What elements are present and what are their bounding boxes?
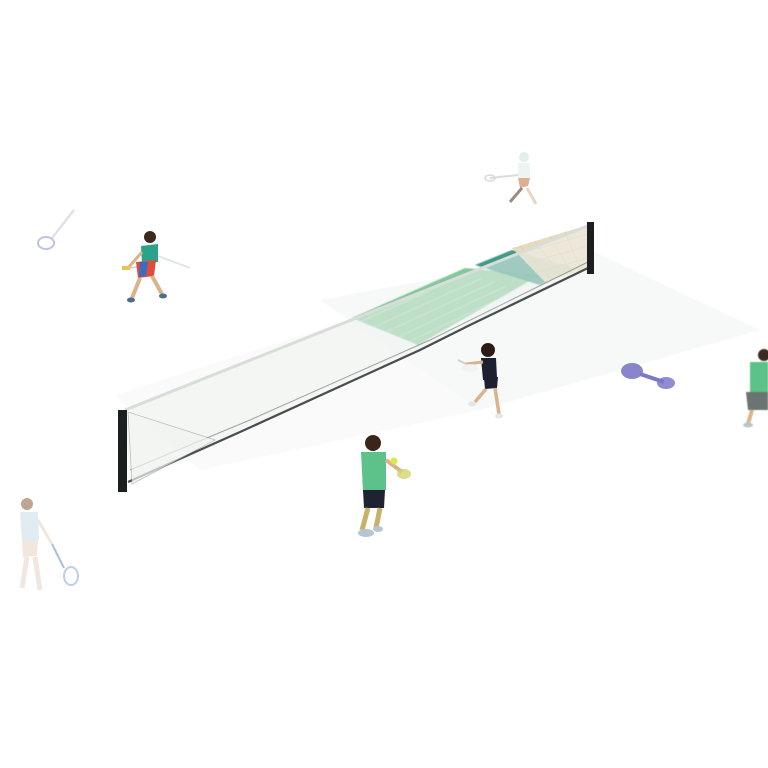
net-bottom-cord xyxy=(127,267,589,484)
racket-right xyxy=(621,363,675,389)
net-mesh-front xyxy=(125,225,588,485)
racket-top-left xyxy=(37,209,75,250)
tennis-ball xyxy=(390,457,398,465)
net-top-band xyxy=(124,223,591,412)
player-right-edge xyxy=(743,349,768,428)
player-center-net xyxy=(457,343,503,419)
tennis-net xyxy=(118,222,594,492)
player-top-left xyxy=(122,231,191,303)
net-post-right xyxy=(587,222,594,274)
net-post-left xyxy=(118,410,127,492)
player-top-right xyxy=(484,152,538,205)
player-front-center xyxy=(358,435,411,537)
player-bottom-left xyxy=(19,498,79,591)
